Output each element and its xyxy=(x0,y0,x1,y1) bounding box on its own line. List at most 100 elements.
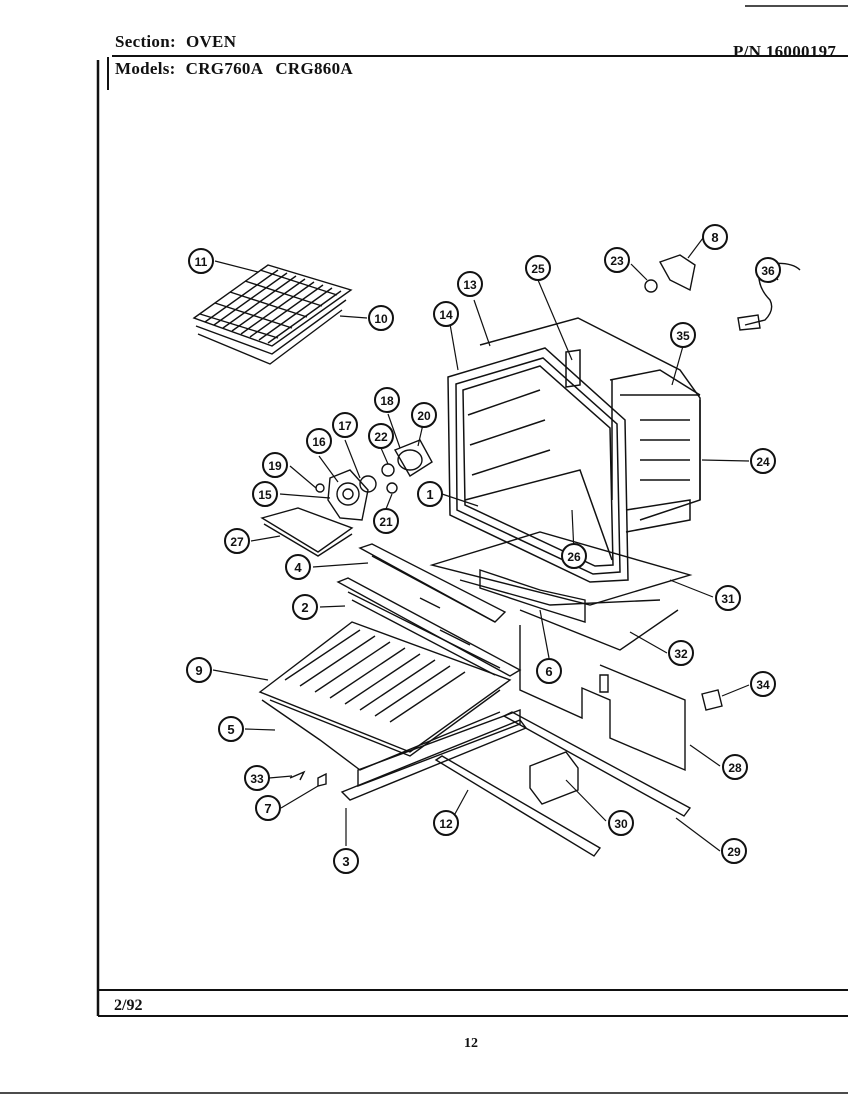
callout-35: 35 xyxy=(670,322,696,348)
section-label: Section: xyxy=(115,32,176,51)
callout-12: 12 xyxy=(433,810,459,836)
callout-circle xyxy=(255,795,281,821)
callout-34: 34 xyxy=(750,671,776,697)
callout-circle xyxy=(433,810,459,836)
page-number: 12 xyxy=(464,1036,478,1051)
callout-17: 17 xyxy=(332,412,358,438)
model-2: CRG860A xyxy=(275,59,353,78)
callout-circle xyxy=(668,640,694,666)
callout-number: 7 xyxy=(264,801,271,816)
back-panel-illustration xyxy=(519,625,686,772)
callout-circle xyxy=(721,838,747,864)
callout-circle xyxy=(262,452,288,478)
callout-number: 20 xyxy=(417,409,431,423)
callout-circle xyxy=(604,247,630,273)
callout-circle xyxy=(244,765,270,791)
callout-number: 17 xyxy=(338,419,352,433)
burner-assembly-illustration xyxy=(315,439,433,521)
callout-4: 4 xyxy=(285,554,311,580)
revision-date: 2/92 xyxy=(114,997,143,1014)
callout-circle xyxy=(722,754,748,780)
callout-circle xyxy=(715,585,741,611)
callout-23: 23 xyxy=(604,247,630,273)
broiler-pan-illustration xyxy=(192,264,353,365)
model-1: CRG760A xyxy=(185,59,264,78)
callout-number: 27 xyxy=(230,535,244,549)
broil-element-illustration xyxy=(258,621,521,788)
floor-panel-illustration xyxy=(429,531,693,651)
callout-number: 25 xyxy=(531,262,545,276)
small-parts-bottom xyxy=(289,689,723,787)
callout-26: 26 xyxy=(561,543,587,569)
callout-number: 35 xyxy=(676,329,690,343)
callout-3: 3 xyxy=(333,848,359,874)
callout-number: 36 xyxy=(761,264,775,278)
callout-number: 15 xyxy=(258,488,272,502)
callout-10: 10 xyxy=(368,305,394,331)
callout-circle xyxy=(333,848,359,874)
callout-18: 18 xyxy=(374,387,400,413)
callout-33: 33 xyxy=(244,765,270,791)
callout-number: 4 xyxy=(294,560,302,575)
callout-19: 19 xyxy=(262,452,288,478)
plate-27-illustration xyxy=(260,507,354,557)
callout-number: 33 xyxy=(250,772,264,786)
callout-circle xyxy=(373,508,399,534)
callout-number: 8 xyxy=(711,230,718,245)
callout-number: 6 xyxy=(545,664,552,679)
callout-number: 11 xyxy=(195,255,208,269)
callout-circle xyxy=(608,810,634,836)
callout-circle xyxy=(188,248,214,274)
callout-number: 12 xyxy=(439,817,453,831)
callout-circle xyxy=(670,322,696,348)
callout-number: 3 xyxy=(342,854,349,869)
callout-circle xyxy=(218,716,244,742)
callout-circle xyxy=(755,257,781,283)
callout-13: 13 xyxy=(457,271,483,297)
callout-number: 2 xyxy=(301,600,308,615)
lower-rails-illustration xyxy=(340,711,692,857)
callout-2: 2 xyxy=(292,594,318,620)
callout-circle xyxy=(433,301,459,327)
callout-number: 5 xyxy=(227,722,234,737)
callout-14: 14 xyxy=(433,301,459,327)
callout-number: 22 xyxy=(374,430,388,444)
callout-number: 1 xyxy=(426,487,433,502)
callout-circle xyxy=(368,423,394,449)
callout-circle xyxy=(224,528,250,554)
callout-25: 25 xyxy=(525,255,551,281)
callout-20: 20 xyxy=(411,402,437,428)
callout-number: 29 xyxy=(727,845,741,859)
callout-circle xyxy=(417,481,443,507)
callout-circle xyxy=(252,481,278,507)
callout-circle xyxy=(374,387,400,413)
callout-number: 10 xyxy=(374,312,388,326)
callout-circle xyxy=(750,448,776,474)
callout-28: 28 xyxy=(722,754,748,780)
oven-cavity-illustration xyxy=(447,317,701,583)
callout-circle xyxy=(306,428,332,454)
callout-7: 7 xyxy=(255,795,281,821)
section-heading: Section: OVEN xyxy=(115,32,236,52)
callout-29: 29 xyxy=(721,838,747,864)
callout-circle xyxy=(457,271,483,297)
callout-number: 14 xyxy=(439,308,453,322)
callout-number: 28 xyxy=(728,761,742,775)
callout-circle xyxy=(561,543,587,569)
callout-number: 34 xyxy=(756,678,770,692)
callout-number: 13 xyxy=(463,278,477,292)
panel-illustrations xyxy=(336,543,522,677)
callout-15: 15 xyxy=(252,481,278,507)
callout-number: 30 xyxy=(614,817,628,831)
callout-number: 21 xyxy=(379,515,393,529)
callout-number: 9 xyxy=(195,663,202,678)
callout-27: 27 xyxy=(224,528,250,554)
callout-circle xyxy=(292,594,318,620)
callout-32: 32 xyxy=(668,640,694,666)
callout-number: 18 xyxy=(380,394,394,408)
callout-circle xyxy=(411,402,437,428)
section-value: OVEN xyxy=(185,32,237,51)
callout-number: 26 xyxy=(567,550,581,564)
